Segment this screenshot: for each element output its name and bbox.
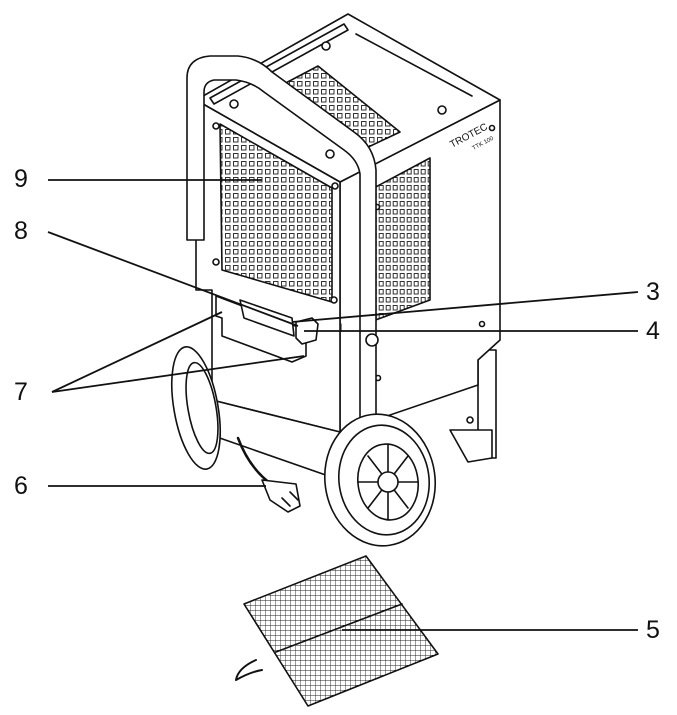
- leader-7a: [51, 311, 223, 393]
- callout-5: 5: [646, 616, 660, 644]
- plug-pins: [281, 491, 299, 507]
- callout-7: 7: [14, 378, 28, 406]
- filter-mat: [243, 555, 439, 707]
- filter-mat-seam: [275, 603, 403, 653]
- power-plug: [261, 479, 301, 513]
- top-panel-ridge: [355, 33, 473, 97]
- wheel-hub: [377, 471, 399, 493]
- front-screw: [331, 182, 339, 190]
- front-screw: [212, 122, 220, 130]
- top-screw: [325, 149, 335, 159]
- side-screw: [478, 320, 486, 328]
- leader-7b: [51, 355, 305, 393]
- top-panel-lip: [209, 23, 349, 105]
- callout-4: 4: [646, 317, 660, 345]
- filter-tab: [235, 659, 263, 681]
- top-screw: [229, 99, 239, 109]
- side-screw: [488, 124, 496, 132]
- rear-support: [449, 429, 493, 463]
- side-screw: [466, 416, 474, 424]
- callout-8: 8: [14, 217, 28, 245]
- port-marking: |: [340, 322, 342, 332]
- callout-9: 9: [14, 165, 28, 193]
- callout-3: 3: [646, 278, 660, 306]
- top-screw: [437, 105, 447, 115]
- leader-lines: [47, 179, 639, 631]
- leader-8: [47, 231, 299, 327]
- callout-6: 6: [14, 472, 28, 500]
- front-screw: [330, 296, 338, 304]
- leader-3: [291, 291, 639, 323]
- drain-port: [365, 333, 379, 347]
- top-screw: [321, 41, 331, 51]
- front-screw: [212, 258, 220, 266]
- left-wheel-rim: [185, 361, 219, 455]
